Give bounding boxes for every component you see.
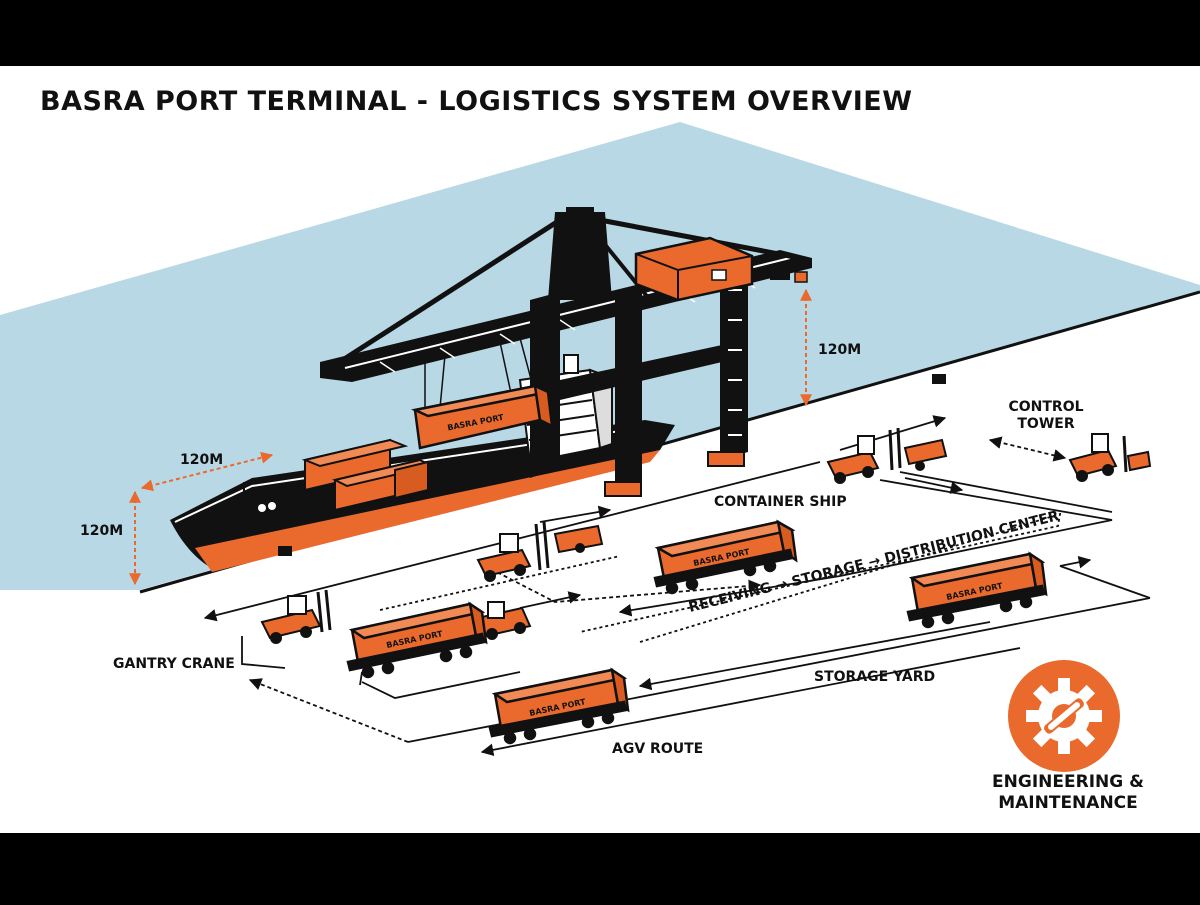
forklift-left [260, 589, 332, 644]
top-letterbox [0, 0, 1200, 66]
control-tower-label-line1: CONTROL [1008, 399, 1084, 415]
container-trailer-3 [906, 551, 1048, 629]
forklift-upper [826, 427, 948, 484]
ship-height-label: 120M [80, 523, 124, 539]
control-tower-label: CONTROL TOWER [998, 399, 1094, 433]
container-ship-label: CONTAINER SHIP [714, 494, 847, 510]
gear-wrench-icon [1008, 660, 1120, 772]
forklift-middle [476, 521, 604, 582]
control-tower-label-line2: TOWER [1017, 416, 1075, 432]
gantry-crane: BASRA PORT [320, 207, 812, 497]
dimension-arrows [129, 288, 812, 586]
bottom-letterbox [0, 833, 1200, 900]
gantry-crane-label: GANTRY CRANE [113, 656, 235, 672]
container-trailer-4 [488, 667, 630, 745]
storage-yard-label: STORAGE YARD [814, 669, 936, 685]
engineering-label-line1: ENGINEERING & [992, 772, 1144, 792]
container-trailer-1 [653, 519, 798, 595]
forklift-control-tower [1068, 433, 1152, 482]
agv-route-label: AGV ROUTE [612, 741, 704, 757]
crane-height-label: 120M [818, 342, 862, 358]
engineering-maintenance-label: ENGINEERING & MAINTENANCE [968, 772, 1168, 814]
container-trailer-2 [346, 601, 488, 679]
engineering-label-line2: MAINTENANCE [998, 793, 1138, 813]
ship-width-label: 120M [180, 452, 224, 468]
page-title: BASRA PORT TERMINAL - LOGISTICS SYSTEM O… [40, 86, 913, 117]
